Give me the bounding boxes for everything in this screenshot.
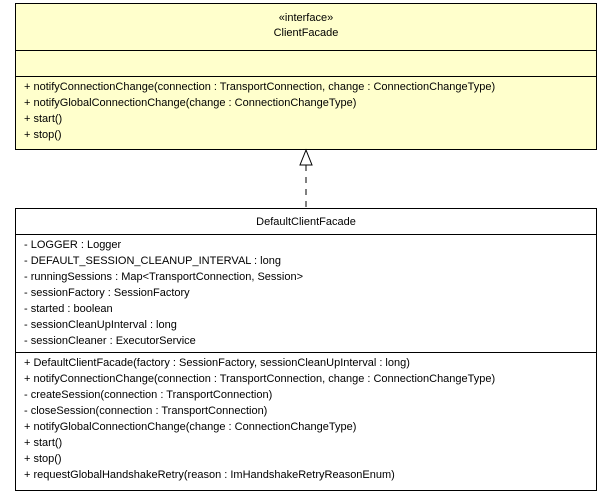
implementation-method: + notifyGlobalConnectionChange(change : …	[24, 421, 357, 433]
implementation-attribute: - LOGGER : Logger	[24, 239, 122, 251]
implementation-attribute: - DEFAULT_SESSION_CLEANUP_INTERVAL : lon…	[24, 255, 281, 267]
interface-method: + notifyGlobalConnectionChange(change : …	[24, 97, 357, 109]
implementation-method: + requestGlobalHandshakeRetry(reason : I…	[24, 469, 395, 481]
interface-method: + start()	[24, 113, 63, 125]
implementation-attribute: - runningSessions : Map<TransportConnect…	[24, 271, 304, 283]
implementation-class-box: DefaultClientFacade - LOGGER : Logger - …	[15, 208, 597, 491]
realization-arrowhead	[299, 148, 313, 166]
implementation-attribute: - sessionCleaner : ExecutorService	[24, 335, 196, 347]
interface-method: + stop()	[24, 129, 62, 141]
interface-name: ClientFacade	[273, 27, 339, 39]
implementation-attribute: - started : boolean	[24, 303, 113, 315]
interface-stereotype: «interface»	[278, 12, 334, 24]
interface-methods-section: + notifyConnectionChange(connection : Tr…	[16, 76, 596, 146]
interface-attributes-section	[16, 50, 596, 76]
implementation-method: - createSession(connection : TransportCo…	[24, 389, 273, 401]
implementation-method: + stop()	[24, 453, 62, 465]
interface-header: «interface» ClientFacade	[16, 4, 596, 50]
implementation-method: - closeSession(connection : TransportCon…	[24, 405, 268, 417]
implementation-method: + DefaultClientFacade(factory : SessionF…	[24, 357, 410, 369]
implementation-attributes-section: - LOGGER : Logger - DEFAULT_SESSION_CLEA…	[16, 234, 596, 352]
implementation-name: DefaultClientFacade	[256, 216, 356, 228]
implementation-method: + start()	[24, 437, 63, 449]
interface-class-box: «interface» ClientFacade + notifyConnect…	[15, 3, 597, 150]
implementation-attribute: - sessionFactory : SessionFactory	[24, 287, 190, 299]
implementation-methods-section: + DefaultClientFacade(factory : SessionF…	[16, 352, 596, 486]
implementation-header: DefaultClientFacade	[16, 209, 596, 234]
interface-method: + notifyConnectionChange(connection : Tr…	[24, 81, 496, 93]
implementation-method: + notifyConnectionChange(connection : Tr…	[24, 373, 496, 385]
implementation-attribute: - sessionCleanUpInterval : long	[24, 319, 177, 331]
